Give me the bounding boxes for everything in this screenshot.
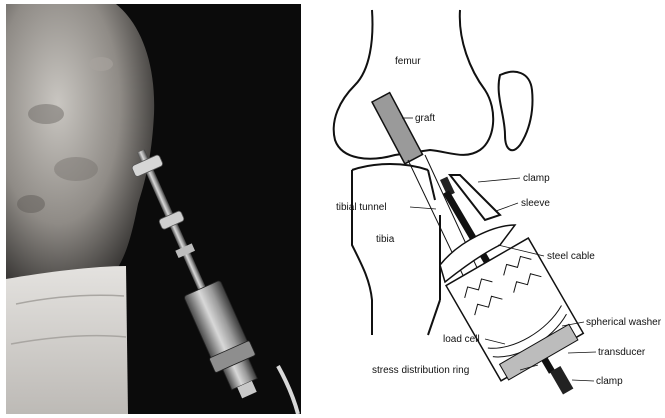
- specimen-photo-drawing: [6, 4, 301, 414]
- label-stress-distribution-ring: stress distribution ring: [372, 365, 469, 376]
- label-clamp-bottom: clamp: [596, 376, 623, 387]
- label-load-cell: load cell: [443, 334, 480, 345]
- knee-skin: [6, 4, 154, 289]
- label-tibia: tibia: [376, 234, 395, 245]
- graft: [372, 93, 423, 164]
- schematic-diagram: femur graft clamp tibial tunnel sleeve t…: [300, 0, 665, 418]
- bandage: [6, 266, 128, 414]
- patella-outline: [499, 72, 533, 150]
- schematic-drawing: femur graft clamp tibial tunnel sleeve t…: [300, 0, 665, 418]
- label-graft: graft: [415, 113, 435, 124]
- label-transducer: transducer: [598, 347, 646, 358]
- label-sleeve: sleeve: [521, 198, 550, 209]
- label-steel-cable: steel cable: [547, 251, 595, 262]
- label-tibial-tunnel: tibial tunnel: [336, 202, 387, 213]
- tibia-plateau: [352, 164, 428, 170]
- label-spherical-washer: spherical washer: [586, 317, 662, 328]
- specimen-photo: [6, 4, 301, 414]
- label-clamp-top: clamp: [523, 173, 550, 184]
- label-femur: femur: [395, 56, 421, 67]
- clamp-bottom-block: [550, 366, 573, 395]
- tibia-left-edge: [352, 170, 372, 335]
